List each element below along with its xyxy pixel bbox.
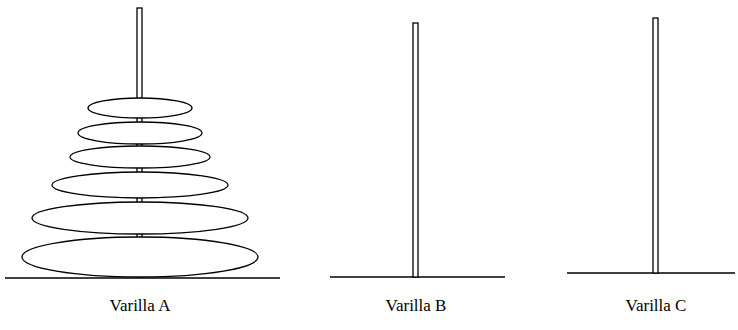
disk xyxy=(70,146,210,168)
base-line xyxy=(567,272,735,273)
disk xyxy=(88,98,192,118)
rod xyxy=(413,23,418,277)
rod-label: Varilla A xyxy=(110,296,171,316)
rod-label: Varilla C xyxy=(626,296,687,316)
rod xyxy=(653,18,658,273)
disk xyxy=(78,122,202,144)
disk xyxy=(22,237,258,277)
disk xyxy=(52,172,228,198)
disk xyxy=(32,202,248,234)
rod-label: Varilla B xyxy=(386,296,447,316)
